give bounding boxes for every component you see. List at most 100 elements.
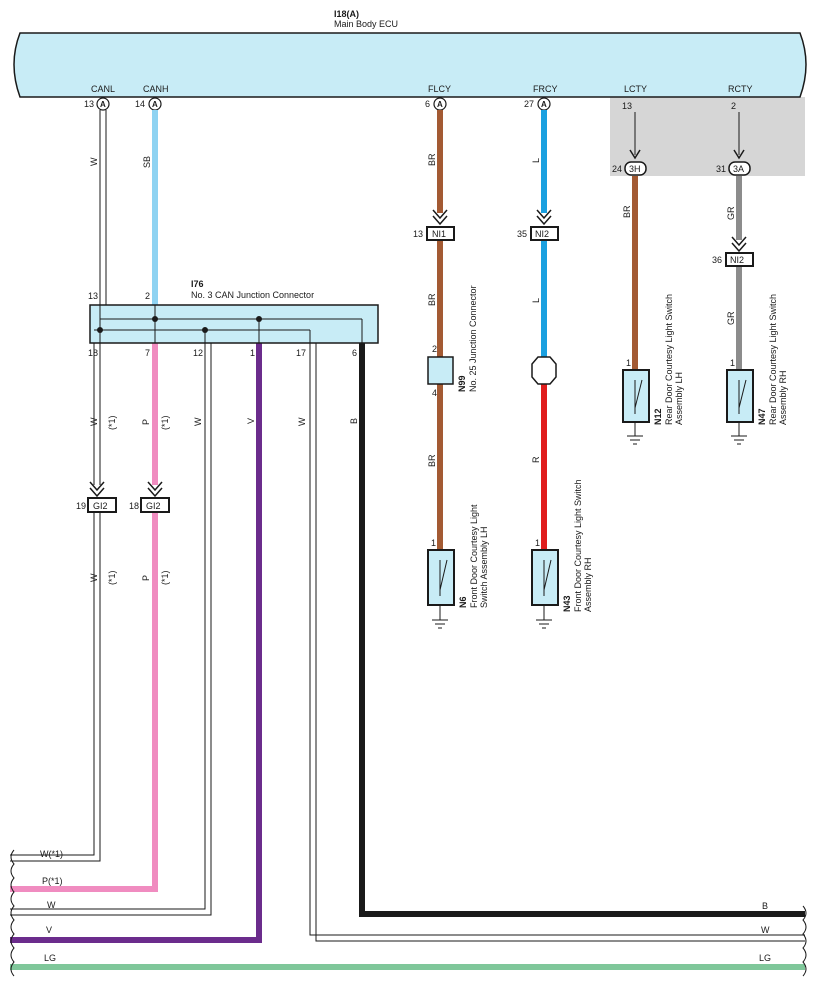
n99-pin-top: 2 <box>432 344 437 354</box>
wire-out-6-black <box>359 343 805 917</box>
i76-bottom-pin-17: 17 <box>296 348 306 358</box>
connector-mark-a-canl <box>96 97 110 111</box>
label-frcy-r: R <box>531 456 541 463</box>
switch-n47: 1 N47 Rear Door Courtesy Light Switch As… <box>726 294 788 445</box>
label-gi2-w: W <box>89 573 99 582</box>
junction-connector-i76: I76 No. 3 CAN Junction Connector 13 2 18… <box>88 279 379 358</box>
wire-color-labels: W SB BR BR BR L L R BR GR GR W (*1) P (*… <box>89 153 736 585</box>
mark-canl: A <box>100 100 106 109</box>
pin-rcty: 2 <box>731 101 736 111</box>
wire-gi2-w-a <box>10 512 95 856</box>
right-break-mark <box>802 905 807 977</box>
mark-frcy: A <box>541 100 547 109</box>
label-flcy-br3: BR <box>427 454 437 467</box>
label-flcy-br2: BR <box>427 293 437 306</box>
output-right-w: W <box>761 925 770 935</box>
connector-3a-pin: 31 <box>716 164 726 174</box>
label-out17-w: W <box>297 417 307 426</box>
arrow-icon <box>536 209 552 226</box>
label-out12-w: W <box>193 417 203 426</box>
ecu-name: Main Body ECU <box>334 19 398 29</box>
n12-id: N12 <box>653 408 663 425</box>
arrow-icon <box>432 209 448 226</box>
n12-pin: 1 <box>626 358 631 368</box>
signal-lcty: LCTY <box>624 84 647 94</box>
connector-gi2-p-pin: 18 <box>129 501 139 511</box>
output-right-b: B <box>762 901 768 911</box>
connector-ni2-frcy-pin: 35 <box>517 229 527 239</box>
signal-rcty: RCTY <box>728 84 753 94</box>
n99-pin-bottom: 4 <box>432 388 437 398</box>
label-out1-v: V <box>246 418 256 424</box>
inline-connectors: NI1 13 NI2 35 3H 24 3A 31 NI2 36 GI2 19 … <box>76 149 754 513</box>
arrow-icon <box>89 481 105 498</box>
connector-ni2-frcy-label: NI2 <box>535 229 549 239</box>
label-gi2-p-note: (*1) <box>160 570 170 585</box>
signal-flcy: FLCY <box>428 84 451 94</box>
connector-ni2-rcty-pin: 36 <box>712 255 722 265</box>
switch-n47-body <box>726 369 754 423</box>
signal-frcy: FRCY <box>533 84 558 94</box>
connector-ni2-rcty-label: NI2 <box>730 255 744 265</box>
label-rcty-gr1: GR <box>726 206 736 220</box>
ecu-id: I18(A) <box>334 9 359 19</box>
switch-n12-body <box>622 369 650 423</box>
wire-out-17-b <box>315 343 805 942</box>
i76-bottom-pin-18: 18 <box>88 348 98 358</box>
output-right-lg: LG <box>759 953 771 963</box>
n47-pin: 1 <box>730 358 735 368</box>
output-left-p1: P(*1) <box>42 876 63 886</box>
n99-name: No. 25 Junction Connector <box>468 285 478 392</box>
main-body-ecu: I18(A) Main Body ECU CANL CANH FLCY FRCY… <box>13 9 807 176</box>
label-out6-b: B <box>349 418 359 424</box>
connector-ni1 <box>426 226 455 241</box>
switch-n6-body <box>427 549 455 606</box>
switch-lever <box>543 559 552 591</box>
connector-ni2-rcty <box>725 252 754 267</box>
mark-canh: A <box>152 100 158 109</box>
connector-ni1-label: NI1 <box>432 229 446 239</box>
connector-ni2-frcy <box>530 226 559 241</box>
wires <box>10 110 805 970</box>
signal-canh: CANH <box>143 84 169 94</box>
i76-id: I76 <box>191 279 204 289</box>
n6-id: N6 <box>458 596 468 608</box>
label-out18-w: W <box>89 417 99 426</box>
label-gi2-p: P <box>141 575 151 581</box>
arrow-icon <box>147 481 163 498</box>
i76-bottom-pin-6: 6 <box>352 348 357 358</box>
label-canh-sb: SB <box>142 156 152 168</box>
pin-lcty: 13 <box>622 101 632 111</box>
arrow-icon <box>733 149 745 160</box>
i76-top-pin-2: 2 <box>145 291 150 301</box>
wire-out-12-a <box>10 343 206 910</box>
label-frcy-l1: L <box>531 158 541 163</box>
n43-name-2: Assembly RH <box>583 557 593 612</box>
n43-id: N43 <box>562 595 572 612</box>
i76-top-pin-13: 13 <box>88 291 98 301</box>
pin-canh: 14 <box>135 99 145 109</box>
arrow-icon <box>731 236 747 253</box>
label-flcy-br1: BR <box>427 153 437 166</box>
label-frcy-l2: L <box>531 298 541 303</box>
connector-3a <box>728 161 751 176</box>
output-left-w1: W(*1) <box>40 849 63 859</box>
connector-3a-label: 3A <box>733 164 744 174</box>
connector-ni1-pin: 13 <box>413 229 423 239</box>
n47-id: N47 <box>757 408 767 425</box>
switch-n12: 1 N12 Rear Door Courtesy Light Switch As… <box>622 294 684 445</box>
n47-name-1: Rear Door Courtesy Light Switch <box>768 294 778 425</box>
signal-canl: CANL <box>91 84 115 94</box>
pin-frcy: 27 <box>524 99 534 109</box>
label-out7-p: P <box>141 419 151 425</box>
switch-n43-body <box>531 549 559 606</box>
wire-out-12-b <box>10 343 212 916</box>
arrow-icon <box>629 149 641 160</box>
i76-bottom-pin-7: 7 <box>145 348 150 358</box>
i76-bottom-pin-1: 1 <box>250 348 255 358</box>
n12-name-2: Assembly LH <box>674 372 684 425</box>
splice-octagon <box>531 356 557 385</box>
label-canl-w: W <box>89 157 99 166</box>
splice-dot <box>202 327 208 333</box>
